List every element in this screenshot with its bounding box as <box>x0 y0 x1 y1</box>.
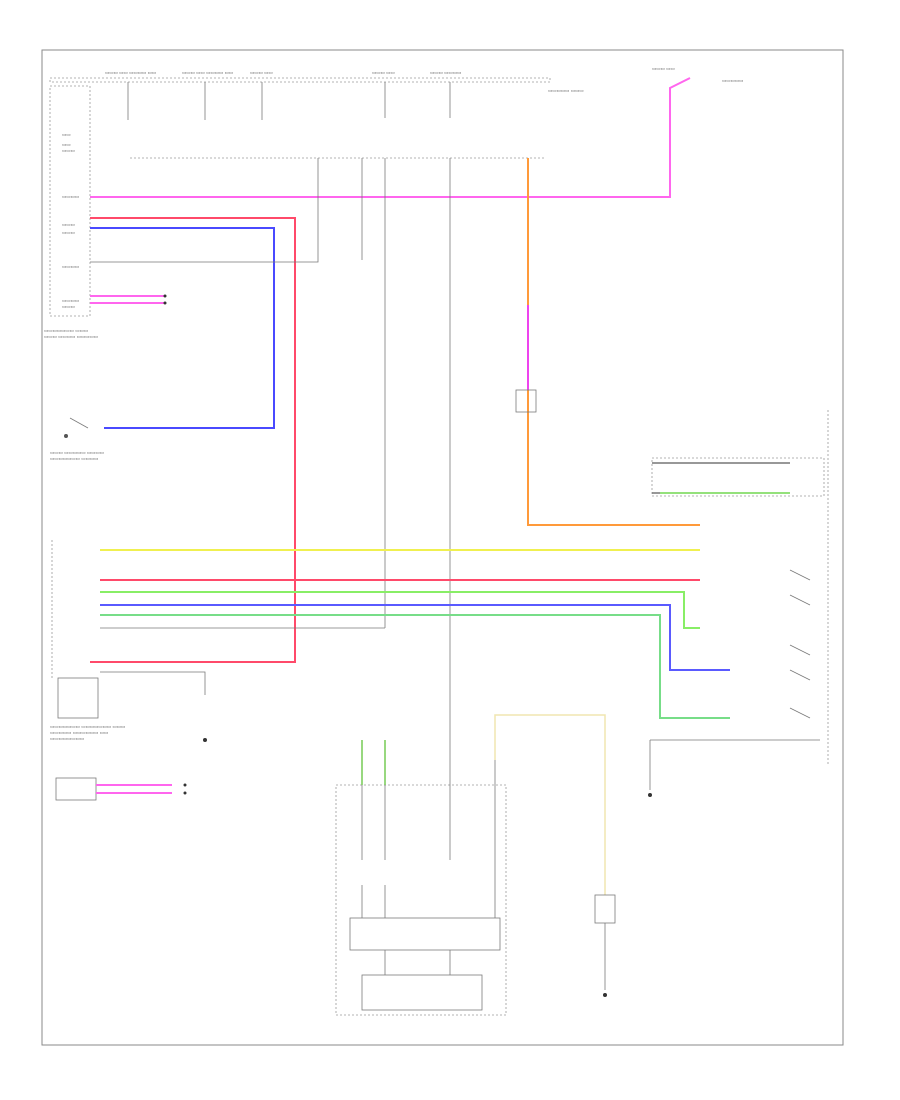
svg-text:▭▭▭▭▭▭▭ ▭▭▭: ▭▭▭▭▭▭▭ ▭▭▭ <box>44 329 88 334</box>
diagram-frame <box>41 49 844 1046</box>
green-sensor-wire <box>361 740 386 785</box>
svg-text:▭▭▭ ▭▭: ▭▭▭ ▭▭ <box>250 71 273 76</box>
pink-top-wire <box>90 77 691 198</box>
svg-text:▭▭▭▭▭ ▭▭▭: ▭▭▭▭▭ ▭▭▭ <box>548 89 583 94</box>
meter-sub-box <box>349 917 501 951</box>
lower-ecu-box <box>57 677 99 719</box>
svg-text:▭▭▭ ▭▭▭▭: ▭▭▭ ▭▭▭▭ <box>430 71 461 76</box>
red-main-wire <box>90 217 296 663</box>
seat-switches <box>789 569 811 719</box>
svg-text:▭▭▭▭▭▭▭ ▭▭▭▭▭▭▭ ▭▭▭: ▭▭▭▭▭▭▭ ▭▭▭▭▭▭▭ ▭▭▭ <box>50 725 125 730</box>
svg-text:▭▭▭ ▭▭: ▭▭▭ ▭▭ <box>372 71 395 76</box>
meter-display-box <box>361 974 483 1011</box>
body-ecu-box <box>49 85 91 317</box>
svg-text:▭▭▭ ▭▭ ▭▭▭▭ ▭▭: ▭▭▭ ▭▭ ▭▭▭▭ ▭▭ <box>182 71 233 76</box>
pad-wires <box>652 462 790 494</box>
svg-text:▭▭▭: ▭▭▭ <box>62 223 75 228</box>
fuse-block <box>49 77 551 83</box>
cream-wire <box>494 714 606 895</box>
svg-text:▭▭▭▭▭▭▭ ▭▭▭▭: ▭▭▭▭▭▭▭ ▭▭▭▭ <box>50 457 98 462</box>
body-ecu-labels: ▭▭ ▭▭ ▭▭▭ ▭▭▭▭ ▭▭▭ ▭▭▭ ▭▭▭▭ ▭▭▭▭ ▭▭▭ ▭▭▭… <box>44 133 98 340</box>
svg-text:▭▭: ▭▭ <box>62 133 71 138</box>
svg-text:▭▭▭ ▭▭▭▭ ▭▭▭▭▭: ▭▭▭ ▭▭▭▭ ▭▭▭▭▭ <box>44 335 98 340</box>
fuse-drops <box>127 82 451 120</box>
seat-switch-box <box>651 457 825 497</box>
lower-ecu-labels: ▭▭▭▭▭▭▭ ▭▭▭▭▭▭▭ ▭▭▭ ▭▭▭▭▭ ▭▭▭▭▭▭ ▭▭ ▭▭▭▭… <box>50 725 125 742</box>
pad-module <box>515 389 537 413</box>
ground-lower-wire <box>100 671 206 695</box>
svg-text:▭▭▭▭▭: ▭▭▭▭▭ <box>722 79 743 84</box>
svg-text:▭▭▭ ▭▭: ▭▭▭ ▭▭ <box>652 67 675 72</box>
small-connector-box <box>55 777 97 801</box>
svg-text:▭▭▭: ▭▭▭ <box>62 231 75 236</box>
green-wire <box>100 591 700 629</box>
fuse-labels: ▭▭▭ ▭▭ ▭▭▭▭ ▭▭ ▭▭▭ ▭▭ ▭▭▭▭ ▭▭ ▭▭▭ ▭▭ ▭▭▭… <box>105 67 743 94</box>
green-2-wire <box>100 614 730 719</box>
blue-door-wire <box>90 227 275 429</box>
svg-text:▭▭: ▭▭ <box>62 143 71 148</box>
connector-drops <box>384 158 451 780</box>
svg-text:▭▭▭▭▭ ▭▭▭▭▭▭ ▭▭: ▭▭▭▭▭ ▭▭▭▭▭▭ ▭▭ <box>50 731 108 736</box>
blue-lower-wire <box>100 604 730 671</box>
svg-text:▭▭▭▭: ▭▭▭▭ <box>62 195 79 200</box>
meter-internal-lines <box>361 740 496 975</box>
occupant-sensor <box>594 894 616 924</box>
door-switch: ▭▭▭ ▭▭▭▭▭ ▭▭▭▭ ▭▭▭▭▭▭▭ ▭▭▭▭ <box>50 417 104 462</box>
pink-body-wire <box>96 784 172 794</box>
svg-text:▭▭▭▭▭▭▭▭: ▭▭▭▭▭▭▭▭ <box>50 737 84 742</box>
meter-box <box>335 784 507 1016</box>
svg-text:▭▭▭ ▭▭▭▭▭ ▭▭▭▭: ▭▭▭ ▭▭▭▭▭ ▭▭▭▭ <box>50 451 104 456</box>
orange-pad-wire <box>527 158 700 526</box>
pink-jumpers <box>90 295 165 304</box>
ground-points <box>163 294 652 997</box>
ground-wire-right <box>649 739 820 790</box>
svg-text:▭▭▭: ▭▭▭ <box>62 305 75 310</box>
svg-text:▭▭▭▭: ▭▭▭▭ <box>62 265 79 270</box>
svg-text:▭▭▭▭: ▭▭▭▭ <box>62 299 79 304</box>
svg-text:▭▭▭: ▭▭▭ <box>62 149 75 154</box>
svg-text:▭▭▭ ▭▭ ▭▭▭▭ ▭▭: ▭▭▭ ▭▭ ▭▭▭▭ ▭▭ <box>105 71 156 76</box>
ground-wire-upper <box>90 158 319 263</box>
